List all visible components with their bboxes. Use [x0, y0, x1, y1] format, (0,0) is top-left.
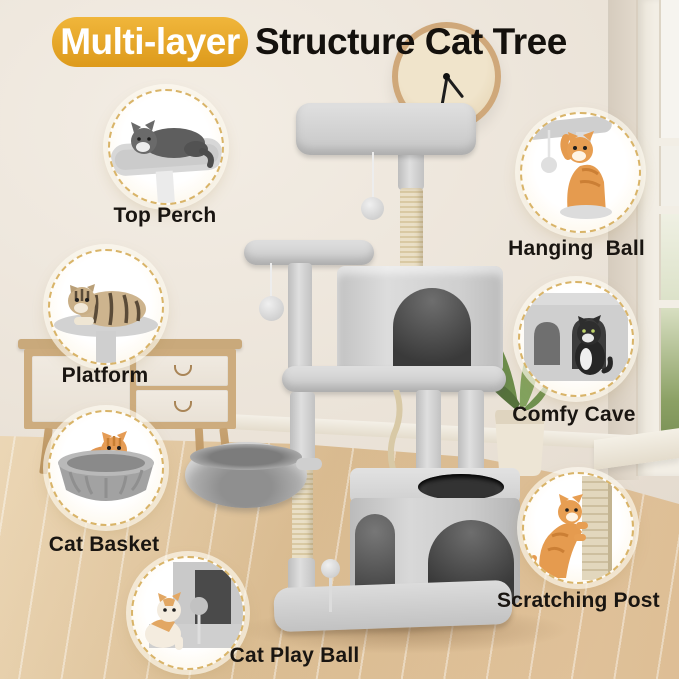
- tuxedo-cat-in-cave-icon: [524, 293, 628, 381]
- hanging-ball: [259, 296, 284, 321]
- tabby-cat-on-platform-icon: [54, 284, 158, 363]
- cube-top-hole: [418, 474, 504, 500]
- feature-label-cat-basket: Cat Basket: [48, 533, 160, 556]
- feature-label-scratching-post: Scratching Post: [497, 589, 660, 612]
- clock-center: [443, 73, 450, 80]
- hanging-ball: [361, 197, 384, 220]
- window-pane: [659, 214, 679, 300]
- feature-label-top-perch: Top Perch: [113, 204, 217, 227]
- hanging-ball-string: [270, 263, 272, 299]
- tree-top-perch: [296, 103, 476, 155]
- callout-top-perch: [108, 89, 224, 205]
- feature-label-comfy-cave: Comfy Cave: [512, 403, 636, 426]
- callout-cat-play-ball: [131, 556, 245, 670]
- page-title: Structure Cat Tree: [255, 21, 567, 62]
- orange-cat-hanging-ball-icon: [526, 115, 612, 219]
- window-pane: [659, 0, 679, 138]
- callout-scratching-post: [522, 472, 634, 584]
- callout-platform: [48, 249, 164, 365]
- kitten-with-play-ball-icon: [145, 562, 243, 650]
- tree-base: [273, 579, 513, 633]
- callout-hanging-ball: [520, 112, 641, 233]
- window-pane: [659, 146, 679, 206]
- gray-cat-on-perch-icon: [110, 120, 222, 203]
- feature-label-hanging-ball: Hanging Ball: [508, 237, 645, 260]
- callout-cat-basket: [48, 410, 164, 526]
- cabinet-body: [24, 349, 236, 429]
- potted-plant: [474, 312, 560, 478]
- hanging-ball-string: [372, 152, 374, 200]
- tree-post: [288, 263, 312, 371]
- room-wall-corner: [608, 0, 639, 480]
- tree-post: [416, 390, 441, 472]
- drawer-handle: [174, 401, 192, 412]
- feature-label-cat-play-ball: Cat Play Ball: [229, 644, 360, 667]
- play-ball: [321, 559, 340, 578]
- cat-scratching-post-icon: [529, 476, 612, 580]
- tree-middle-board: [282, 366, 506, 392]
- play-ball-pole: [329, 576, 332, 612]
- drawer-handle: [174, 365, 192, 376]
- basket-interior: [190, 444, 302, 470]
- basket-mount: [296, 458, 322, 470]
- orange-cat-in-basket-icon: [58, 431, 154, 501]
- feature-label-platform: Platform: [61, 364, 149, 387]
- tree-platform: [244, 240, 374, 265]
- tree-post: [458, 390, 484, 472]
- title-badge: Multi-layer: [52, 17, 248, 67]
- callout-comfy-cave: [518, 281, 634, 397]
- window-pane: [659, 308, 679, 440]
- cave-opening: [393, 288, 471, 374]
